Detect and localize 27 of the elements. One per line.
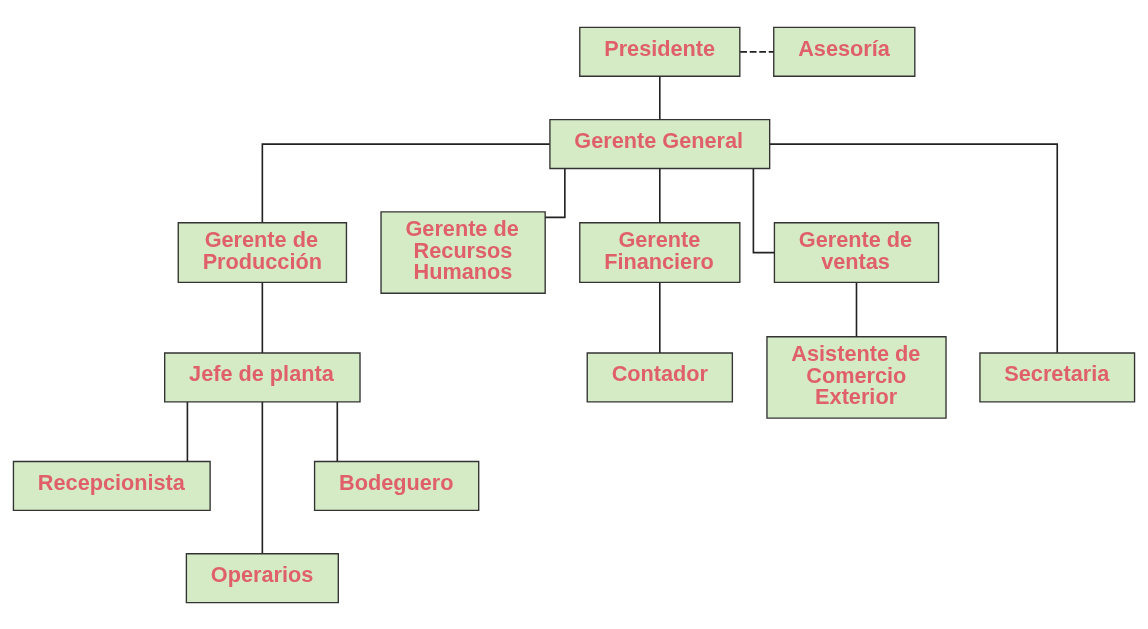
node-box: Gerente de Producción: [177, 221, 348, 283]
node-box: Gerente de ventas: [773, 221, 940, 283]
connector: [261, 400, 264, 554]
connector: [659, 75, 661, 120]
connector: [752, 167, 776, 253]
node-box: Contador: [586, 351, 734, 402]
node-box: Gerente General: [549, 118, 771, 169]
connector: [261, 281, 264, 354]
node-box: Recepcionista: [12, 460, 211, 511]
connector: [659, 281, 661, 354]
node-box: Gerente de Recursos Humanos: [380, 210, 546, 294]
connector: [855, 281, 858, 337]
node-box: Asesoría: [773, 26, 916, 77]
node-box: Secretaria: [979, 351, 1136, 402]
node-box: Jefe de planta: [164, 351, 361, 402]
node-box: Operarios: [185, 552, 339, 603]
node-box: Asistente de Comercio Exterior: [766, 335, 947, 419]
connector: [739, 50, 775, 53]
connector: [261, 142, 551, 223]
node-box: Bodeguero: [313, 460, 480, 511]
connector: [769, 142, 1059, 354]
node-box: Presidente: [579, 26, 741, 77]
connector: [336, 400, 339, 462]
node-box: Gerente Financiero: [579, 221, 741, 283]
connector: [659, 167, 661, 223]
connector: [186, 400, 189, 462]
connector: [544, 167, 566, 218]
